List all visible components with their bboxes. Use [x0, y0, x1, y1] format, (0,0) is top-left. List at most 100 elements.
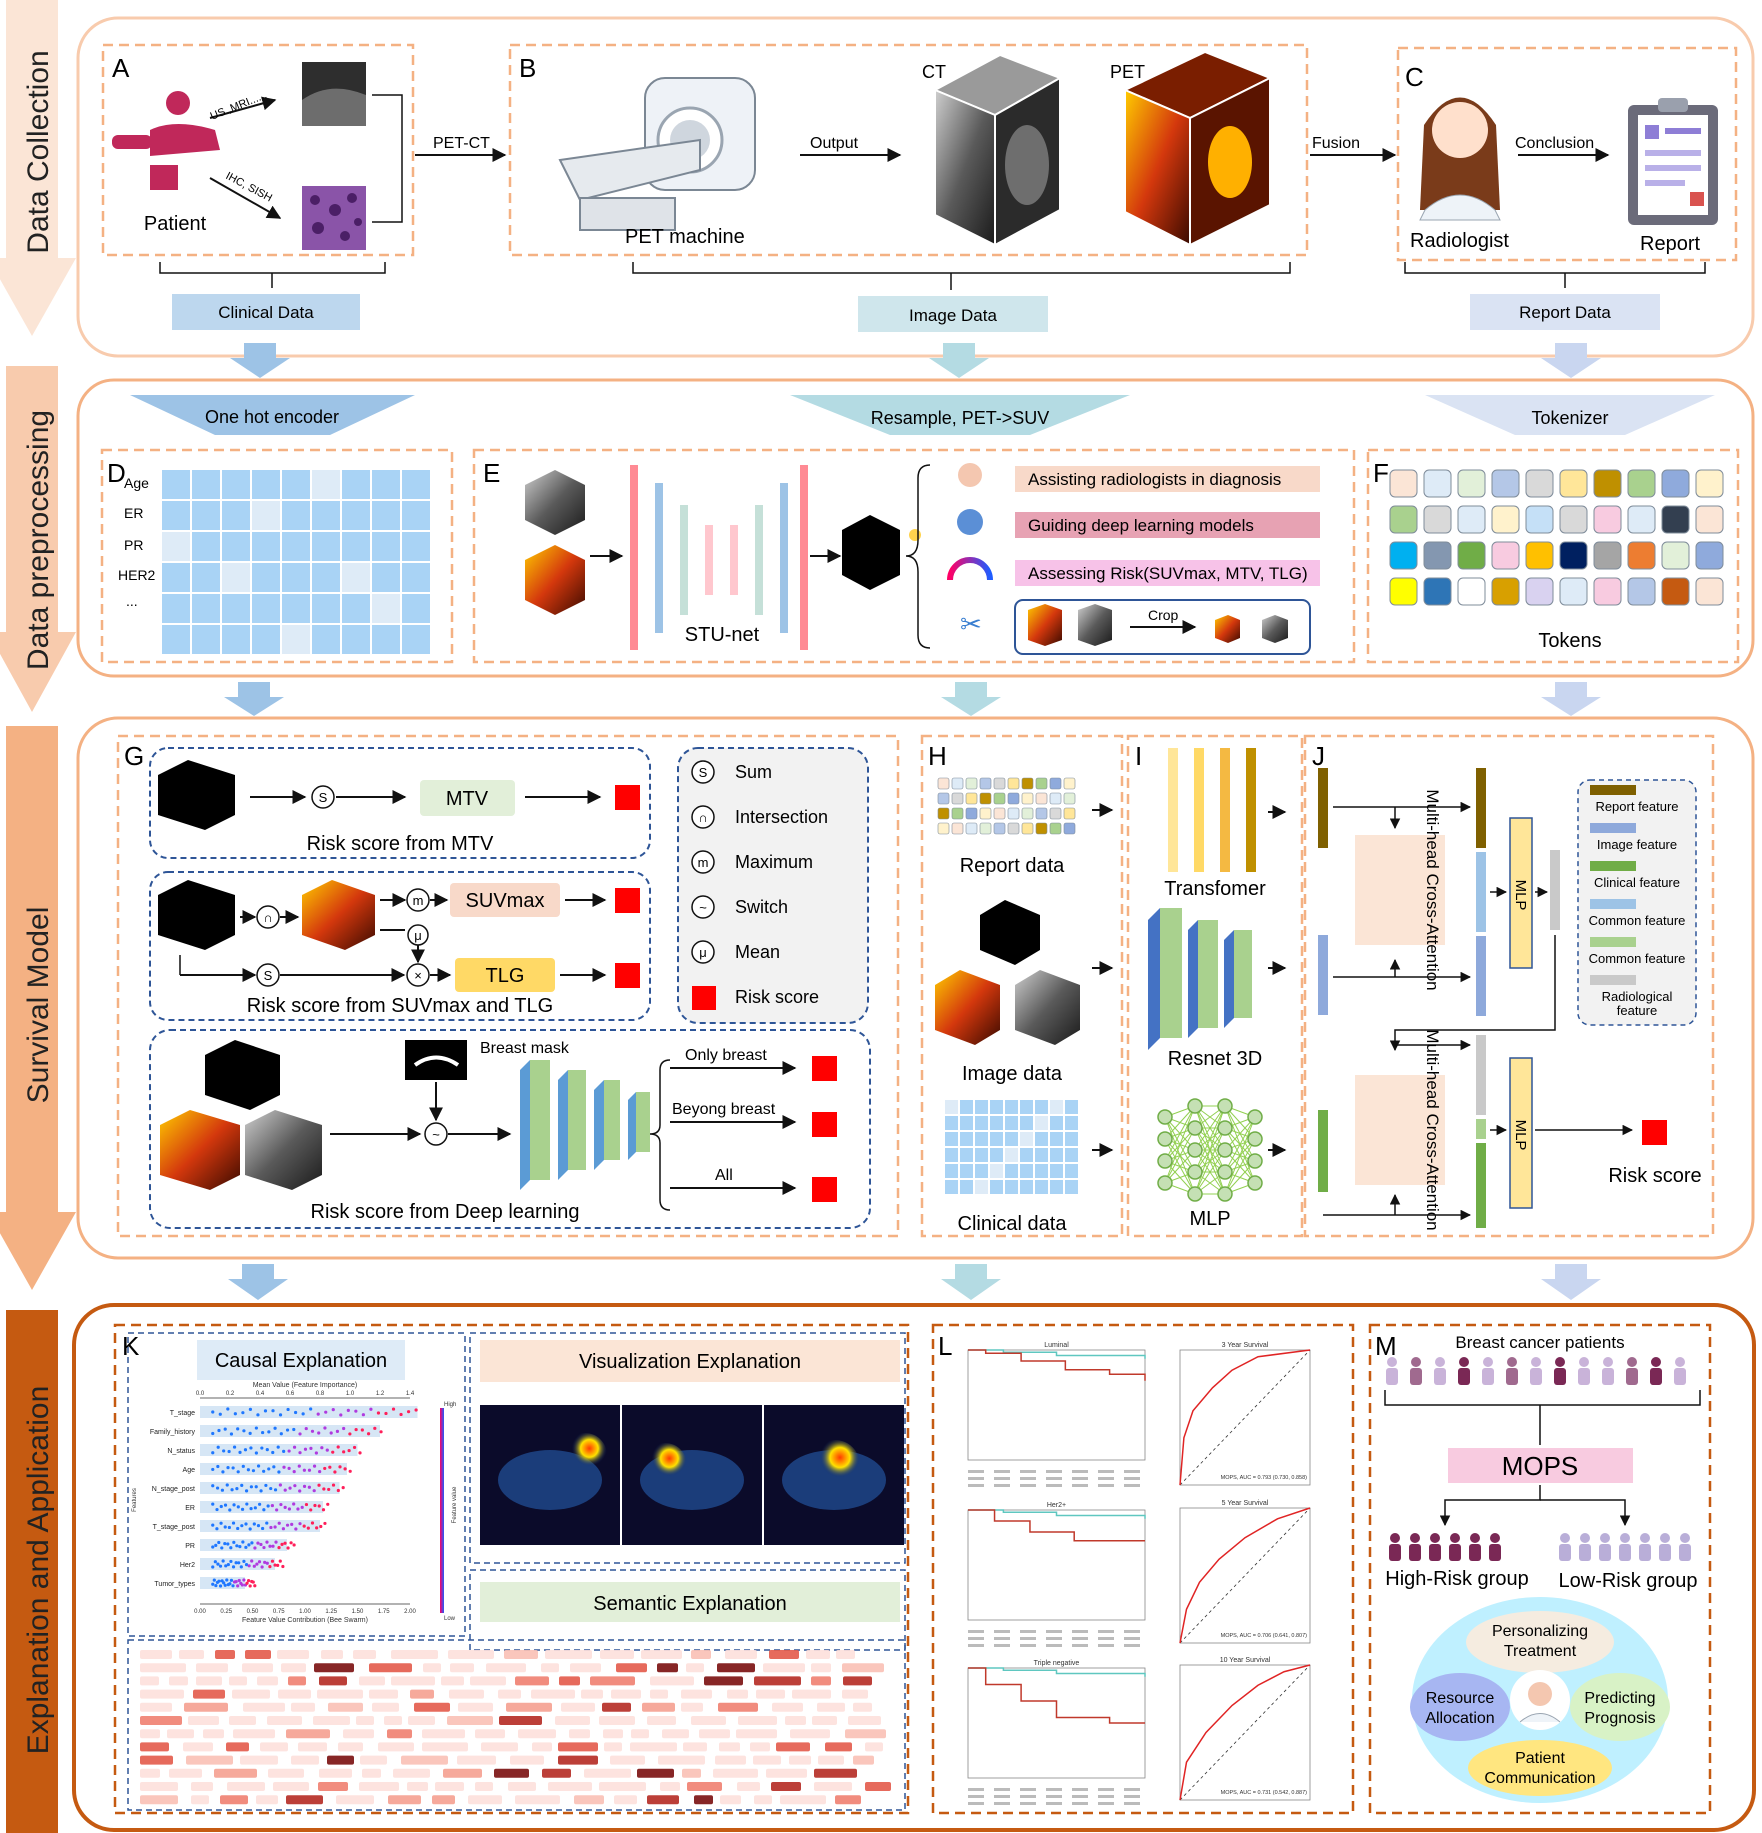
patient-head — [1507, 1357, 1517, 1367]
m-doctor-face — [1528, 1682, 1552, 1706]
shap-dot — [260, 1565, 264, 1569]
panel-c: C Radiologist Conclusion Report — [1396, 46, 1738, 288]
stunet-bar — [680, 505, 688, 615]
use-assist-label: Assisting radiologists in diagnosis — [1028, 470, 1281, 489]
g-intersection-op-symbol: ∩ — [263, 910, 272, 925]
shap-dot — [214, 1543, 218, 1547]
word-heat-tile — [574, 1795, 604, 1805]
shap-dot — [279, 1432, 283, 1436]
us-mri-label: US ,MRI...... — [209, 89, 269, 123]
shap-dot — [292, 1427, 296, 1432]
g-cnn-stack — [520, 1060, 650, 1190]
m-personalizing-bubble — [1466, 1611, 1614, 1673]
shap-dot — [360, 1428, 364, 1432]
shap-dot — [231, 1565, 236, 1569]
g-only-breast-risk — [812, 1056, 837, 1081]
one-hot-cell — [252, 563, 280, 592]
h-token-cell — [993, 777, 1006, 790]
shap-dot — [248, 1431, 252, 1435]
panel-m: M Breast cancer patients MOPS High-Risk … — [1368, 1323, 1712, 1815]
one-hot-cell — [252, 470, 280, 499]
shap-colorbar-low: Low — [444, 1616, 456, 1622]
km-risk-table-cell — [994, 1644, 1010, 1647]
one-hot-cell — [312, 625, 340, 654]
word-heat-tile — [518, 1729, 556, 1739]
km-low-risk-curve — [968, 1509, 1146, 1519]
one-hot-cell — [312, 594, 340, 623]
one-hot-cell — [162, 563, 190, 592]
j-attention-2-label: Multi-head Cross-Attention — [1423, 1029, 1442, 1230]
h-clinical-cell — [1035, 1100, 1048, 1114]
token-cell — [1661, 505, 1690, 534]
h-clinical-cell — [1035, 1132, 1048, 1146]
shap-dot — [269, 1486, 273, 1491]
g-legend-symbol-text: ∩ — [698, 810, 707, 825]
shap-dot — [376, 1411, 381, 1415]
h-clinical-cell — [990, 1180, 1003, 1194]
one-hot-cell — [312, 532, 340, 561]
shap-dot — [285, 1523, 290, 1527]
shap-dot — [235, 1487, 239, 1491]
shap-dot — [211, 1451, 215, 1455]
km-risk-table-cell — [994, 1477, 1010, 1480]
j-legend-label: Common feature — [1589, 951, 1686, 966]
word-heat-tile — [191, 1795, 209, 1805]
one-hot-cell — [342, 532, 370, 561]
h-clinical-cell — [1050, 1116, 1063, 1130]
use-risk-box — [1015, 560, 1320, 586]
shap-dot — [287, 1449, 291, 1453]
km-risk-table-cell — [1046, 1630, 1062, 1633]
token-cell — [1627, 577, 1656, 606]
shap-dot — [249, 1507, 253, 1511]
one-hot-cell — [192, 625, 220, 654]
shap-dot — [231, 1466, 235, 1470]
shap-dot — [220, 1546, 224, 1550]
g-multiply-op-symbol: × — [414, 968, 422, 983]
h-clinical-cell — [960, 1148, 973, 1162]
word-heat-tile — [647, 1795, 679, 1805]
transformer-label: Transfomer — [1164, 878, 1266, 900]
shap-dot — [236, 1505, 240, 1509]
word-heat-tile — [725, 1650, 757, 1659]
word-heat-tile — [561, 1702, 595, 1712]
transformer-layer-3 — [1220, 748, 1230, 872]
shap-dot — [245, 1502, 249, 1506]
km-low-risk-curve — [968, 1349, 1146, 1359]
shap-dot — [276, 1445, 280, 1449]
g-risk-dl-label: Risk score from Deep learning — [311, 1201, 580, 1223]
shap-dot — [233, 1412, 237, 1416]
shap-feature-label: Tumor_types — [154, 1581, 195, 1588]
token-cell — [1695, 469, 1724, 498]
patient-head — [1675, 1357, 1685, 1367]
h-token-cell — [993, 822, 1006, 835]
j-fused-report — [1476, 768, 1486, 848]
word-heat-tile — [691, 1650, 711, 1659]
panel-m-letter: M — [1375, 1331, 1397, 1361]
shap-dot — [348, 1469, 352, 1473]
km-risk-table-cell — [1124, 1637, 1140, 1640]
patient-body — [1626, 1368, 1638, 1385]
word-heat-tile — [321, 1650, 343, 1659]
word-heat-tile — [336, 1795, 374, 1805]
shap-dot — [222, 1581, 226, 1585]
word-heat-tile — [780, 1795, 826, 1805]
word-heat-tile — [686, 1663, 704, 1673]
word-heat-tile — [343, 1729, 374, 1739]
stage-arrow-collection — [0, 0, 76, 336]
panel-c-bracket — [1404, 262, 1706, 274]
report-data-source-label: Report Data — [1519, 303, 1611, 322]
word-heat-tile — [319, 1768, 352, 1778]
word-heat-tile — [410, 1689, 434, 1699]
shap-dot — [366, 1432, 371, 1436]
j-image-feature — [1318, 935, 1328, 1015]
shap-top-tick: 1.0 — [346, 1391, 355, 1397]
shap-dot — [312, 1489, 316, 1493]
panel-g: G S MTV Risk score from MTV ∩ m SUVmax μ — [116, 734, 900, 1238]
shap-dot — [270, 1559, 275, 1563]
h-clinical-cell — [975, 1180, 988, 1194]
k-causal-title-box — [197, 1340, 405, 1380]
shap-dot — [336, 1488, 340, 1493]
shap-dot — [279, 1502, 283, 1507]
shap-dot — [336, 1445, 340, 1449]
